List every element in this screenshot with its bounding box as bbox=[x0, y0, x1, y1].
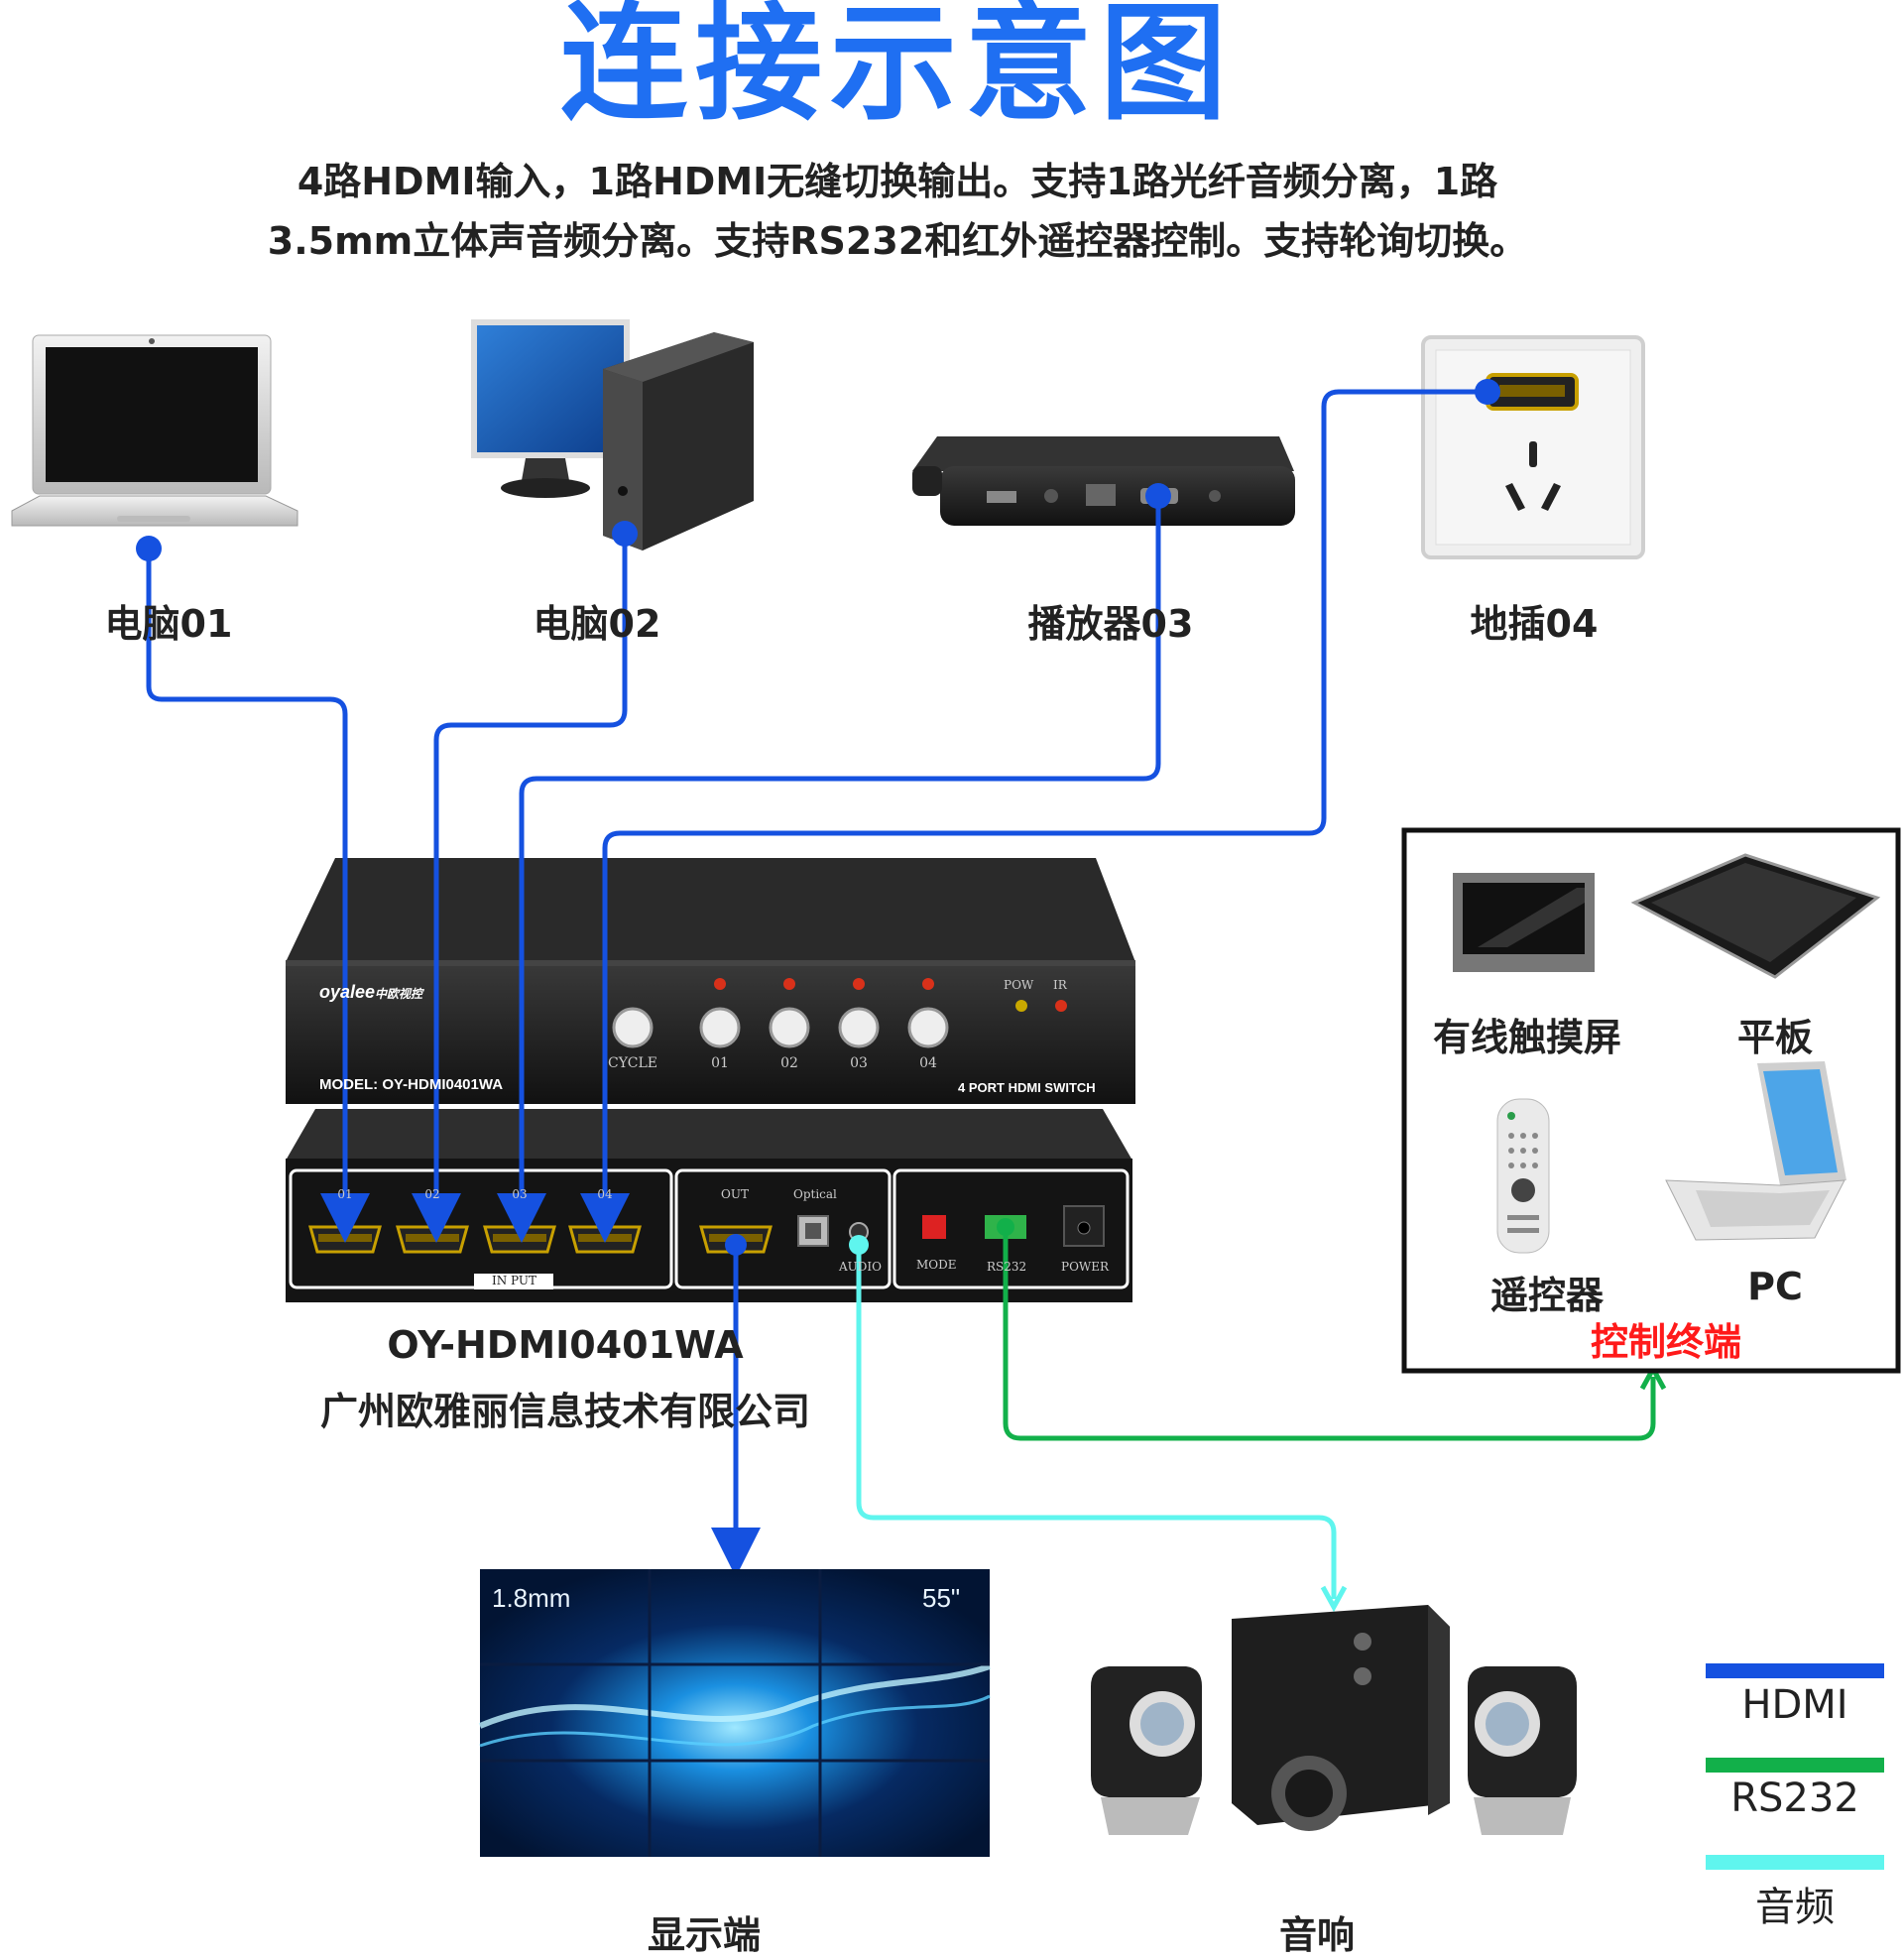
channel-led-4 bbox=[922, 978, 934, 990]
display-label: 显示端 bbox=[647, 1913, 761, 1957]
control-item-remote: 遥控器 bbox=[1489, 1274, 1604, 1317]
source-label-01: 电脑01 bbox=[104, 602, 233, 646]
pow-indicator bbox=[1015, 1000, 1027, 1012]
control-terminal-caption: 控制终端 bbox=[1590, 1320, 1741, 1364]
display-size-text: 55" bbox=[922, 1583, 961, 1613]
tablet-icon bbox=[1630, 853, 1881, 979]
remote-control-icon bbox=[1496, 1098, 1550, 1254]
rs232-cable bbox=[1003, 1227, 1656, 1441]
pc-laptop-icon bbox=[1665, 1061, 1846, 1241]
front-button-3[interactable] bbox=[838, 1007, 880, 1048]
pow-label: POW bbox=[1004, 978, 1034, 992]
control-item-tablet: 平板 bbox=[1736, 1016, 1813, 1059]
control-item-touch-screen: 有线触摸屏 bbox=[1432, 1016, 1621, 1059]
front-button-1[interactable] bbox=[699, 1007, 741, 1048]
mode-label: MODE bbox=[916, 1258, 957, 1272]
channel-led-1 bbox=[714, 978, 726, 990]
model-label: MODEL: OY-HDMI0401WA bbox=[319, 1076, 504, 1093]
audio-label: AUDIO bbox=[839, 1260, 882, 1274]
front-button-label-1: 01 bbox=[711, 1055, 729, 1071]
ir-label: IR bbox=[1053, 978, 1067, 992]
front-button-label-3: 03 bbox=[850, 1055, 868, 1071]
description-line-2: 3.5mm立体声音频分离。支持RS232和红外遥控器控制。支持轮询切换。 bbox=[267, 219, 1528, 263]
floor-socket-icon bbox=[1421, 335, 1645, 559]
brand-logo: oyalee中欧视控 bbox=[319, 982, 423, 1002]
input-port-label-03: 03 bbox=[512, 1187, 528, 1201]
touch-screen-icon bbox=[1453, 873, 1595, 972]
input-port-label-04: 04 bbox=[597, 1187, 613, 1201]
media-player-icon bbox=[912, 436, 1295, 526]
speaker-label: 音响 bbox=[1278, 1913, 1355, 1957]
legend-label-audio: 音频 bbox=[1755, 1885, 1835, 1930]
source-label-02: 电脑02 bbox=[533, 602, 661, 646]
front-button-label-4: 04 bbox=[919, 1055, 937, 1071]
hdmi-cable-04 bbox=[580, 389, 1488, 1243]
legend-bar-1 bbox=[1706, 1758, 1884, 1773]
rs232-label: RS232 bbox=[987, 1260, 1027, 1274]
control-item-pc: PC bbox=[1747, 1265, 1803, 1308]
out-label: OUT bbox=[721, 1187, 749, 1201]
hdmi-cable-01 bbox=[146, 549, 370, 1243]
description-line-1: 4路HDMI输入，1路HDMI无缝切换输出。支持1路光纤音频分离，1路 bbox=[297, 160, 1498, 203]
input-port-label-01: 01 bbox=[337, 1187, 353, 1201]
legend-label-hdmi: HDMI bbox=[1741, 1682, 1848, 1728]
speaker-system-icon bbox=[1091, 1605, 1577, 1835]
hdmi-cable-03 bbox=[497, 496, 1161, 1243]
front-button-2[interactable] bbox=[769, 1007, 810, 1048]
ir-indicator bbox=[1055, 1000, 1067, 1012]
legend-bar-2 bbox=[1706, 1855, 1884, 1870]
power-label: POWER bbox=[1061, 1260, 1110, 1274]
video-wall-display bbox=[478, 1569, 991, 1857]
input-caption: IN PUT bbox=[492, 1274, 537, 1287]
optical-label: Optical bbox=[793, 1187, 837, 1201]
input-port-label-02: 02 bbox=[424, 1187, 440, 1201]
mode-switch bbox=[922, 1215, 946, 1239]
front-button-label-2: 02 bbox=[780, 1055, 798, 1071]
product-label: 4 PORT HDMI SWITCH bbox=[958, 1080, 1096, 1095]
laptop-icon bbox=[11, 334, 298, 527]
legend-bar-0 bbox=[1706, 1663, 1884, 1678]
front-button-label-0: CYCLE bbox=[608, 1055, 657, 1071]
display-bezel-text: 1.8mm bbox=[492, 1583, 571, 1613]
source-label-04: 地插04 bbox=[1470, 602, 1599, 646]
hdmi-cable-02 bbox=[412, 534, 628, 1243]
legend-label-rs232: RS232 bbox=[1730, 1775, 1859, 1821]
company-name: 广州欧雅丽信息技术有限公司 bbox=[319, 1390, 810, 1433]
channel-led-2 bbox=[783, 978, 795, 990]
front-button-0[interactable] bbox=[612, 1007, 654, 1048]
channel-led-3 bbox=[853, 978, 865, 990]
audio-cable bbox=[856, 1245, 1337, 1599]
page-title: 连接示意图 bbox=[559, 0, 1235, 138]
product-model: OY-HDMI0401WA bbox=[387, 1323, 744, 1367]
front-button-4[interactable] bbox=[907, 1007, 949, 1048]
switch-front-panel bbox=[286, 858, 1135, 1104]
source-label-03: 播放器03 bbox=[1027, 602, 1194, 646]
desktop-pc-icon bbox=[471, 319, 754, 551]
